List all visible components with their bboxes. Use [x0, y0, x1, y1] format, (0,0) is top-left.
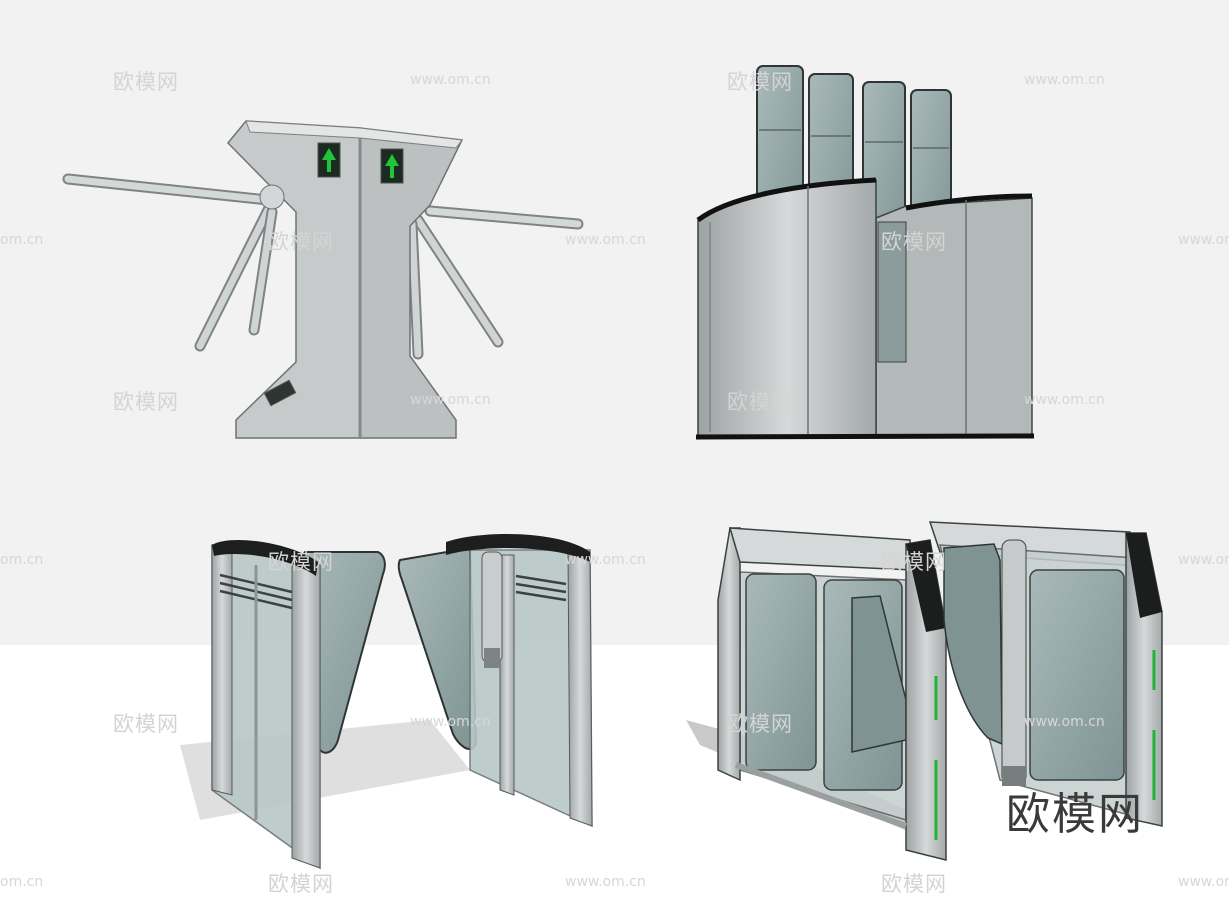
- watermark-url: om.cn: [0, 874, 44, 890]
- watermark-url: www.om.cn: [1178, 552, 1229, 568]
- watermark-text: 欧模网: [881, 550, 947, 574]
- watermark-url: www.om.cn: [410, 392, 491, 408]
- swing-gate-glass: [180, 533, 593, 870]
- watermark-url: www.om.cn: [565, 874, 646, 890]
- watermark-url: www.om.cn: [1024, 392, 1105, 408]
- watermark-text: 欧模网: [113, 712, 179, 736]
- turnstile-arms: [62, 173, 584, 360]
- watermark-text: 欧模网: [881, 230, 947, 254]
- watermark-url: www.om.cn: [565, 232, 646, 248]
- watermark-url: www.om.cn: [1024, 72, 1105, 88]
- site-logo: 欧模网: [1006, 789, 1144, 840]
- watermark-text: 欧模网: [268, 550, 334, 574]
- speed-gate-panels: [695, 65, 1035, 440]
- watermark-text: 欧模网: [113, 70, 179, 94]
- watermark-text: 欧模网: [727, 70, 793, 94]
- watermark-text: 欧模网: [268, 230, 334, 254]
- watermark-url: www.om.cn: [565, 552, 646, 568]
- watermark-url: www.om.cn: [410, 714, 491, 730]
- watermark-text: 欧模网: [268, 872, 334, 896]
- watermark-url: www.om.cn: [1024, 714, 1105, 730]
- watermark-text: 欧模网: [727, 390, 793, 414]
- watermark-url: om.cn: [0, 232, 44, 248]
- watermark-url: www.om.cn: [1178, 874, 1229, 890]
- tripod-turnstile: [62, 120, 584, 439]
- watermark-text: 欧模网: [881, 872, 947, 896]
- turnstile-body-right: [359, 127, 464, 439]
- watermark-url: www.om.cn: [410, 72, 491, 88]
- flap-barrier-frame: [686, 521, 1163, 861]
- watermark-text: 欧模网: [113, 390, 179, 414]
- watermark-url: om.cn: [0, 552, 44, 568]
- watermark-url: www.om.cn: [1178, 232, 1229, 248]
- watermark-text: 欧模网: [727, 712, 793, 736]
